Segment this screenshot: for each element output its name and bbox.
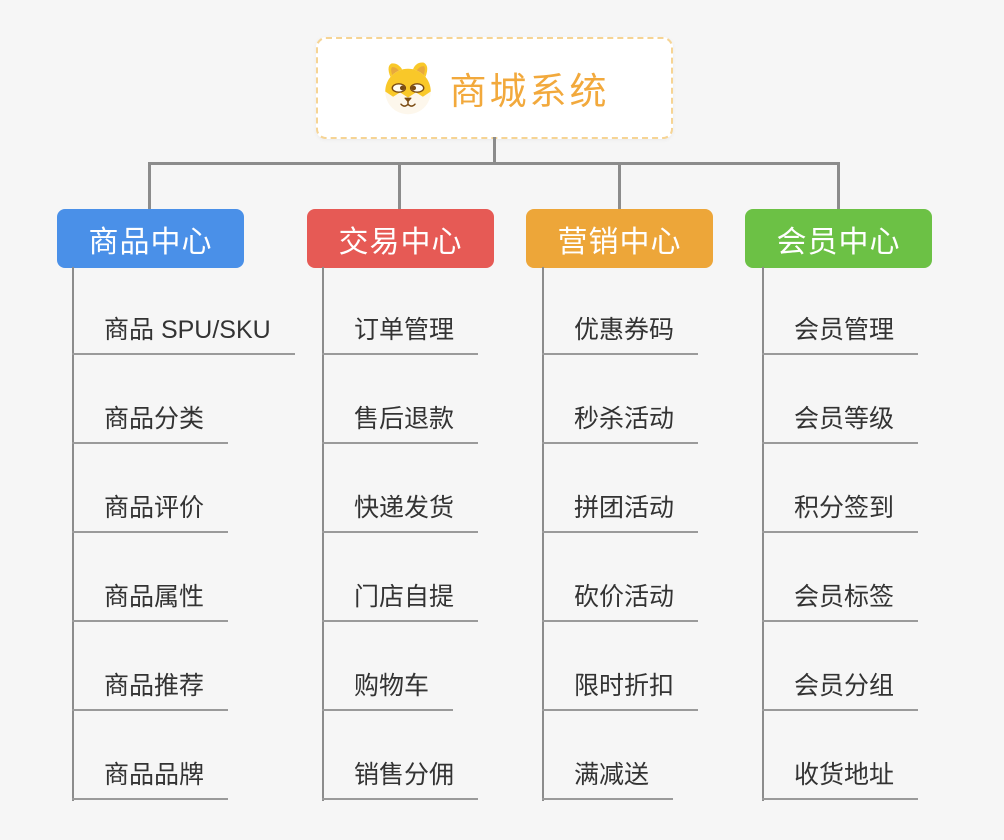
connector-drop-product — [148, 162, 151, 210]
mindmap-node[interactable]: 优惠券码 — [542, 315, 699, 355]
mindmap-node[interactable]: 会员等级 — [762, 404, 919, 444]
connector-bus — [148, 162, 840, 165]
root-node[interactable]: 商城系统 — [316, 37, 673, 139]
mindmap-node[interactable]: 门店自提 — [322, 582, 479, 622]
branch-spine-trade — [322, 267, 324, 801]
mindmap-node[interactable]: 秒杀活动 — [542, 404, 699, 444]
mindmap-node[interactable]: 拼团活动 — [542, 493, 699, 533]
mindmap-node[interactable]: 商品品牌 — [72, 760, 229, 800]
mindmap-node[interactable]: 购物车 — [322, 671, 454, 711]
mindmap-node[interactable]: 会员标签 — [762, 582, 919, 622]
mindmap-node[interactable]: 商品属性 — [72, 582, 229, 622]
branch-header-member-center[interactable]: 会员中心 — [745, 209, 932, 268]
dog-face-icon — [384, 62, 431, 115]
connector-root-drop — [493, 137, 496, 165]
mindmap-node[interactable]: 销售分佣 — [322, 760, 479, 800]
branch-header-marketing-center[interactable]: 营销中心 — [526, 209, 713, 268]
mindmap-node[interactable]: 商品评价 — [72, 493, 229, 533]
mindmap-node[interactable]: 限时折扣 — [542, 671, 699, 711]
mindmap-node[interactable]: 订单管理 — [322, 315, 479, 355]
mindmap-node[interactable]: 会员管理 — [762, 315, 919, 355]
branch-spine-member — [762, 267, 764, 801]
mindmap-node[interactable]: 会员分组 — [762, 671, 919, 711]
branch-header-trade-center[interactable]: 交易中心 — [307, 209, 494, 268]
mindmap-node[interactable]: 满减送 — [542, 760, 674, 800]
mindmap-node[interactable]: 商品分类 — [72, 404, 229, 444]
mindmap-node[interactable]: 快递发货 — [322, 493, 479, 533]
connector-drop-member — [837, 162, 840, 210]
mindmap-node[interactable]: 积分签到 — [762, 493, 919, 533]
mindmap-node[interactable]: 砍价活动 — [542, 582, 699, 622]
branch-header-product-center[interactable]: 商品中心 — [57, 209, 244, 268]
branch-spine-product — [72, 267, 74, 801]
mindmap-node[interactable]: 收货地址 — [762, 760, 919, 800]
root-title: 商城系统 — [449, 71, 610, 112]
mindmap-node[interactable]: 商品 SPU/SKU — [72, 315, 295, 355]
mindmap-node[interactable]: 商品推荐 — [72, 671, 229, 711]
mindmap-node[interactable]: 售后退款 — [322, 404, 479, 444]
connector-drop-trade — [398, 162, 401, 210]
branch-spine-marketing — [542, 267, 544, 801]
connector-drop-marketing — [618, 162, 621, 210]
